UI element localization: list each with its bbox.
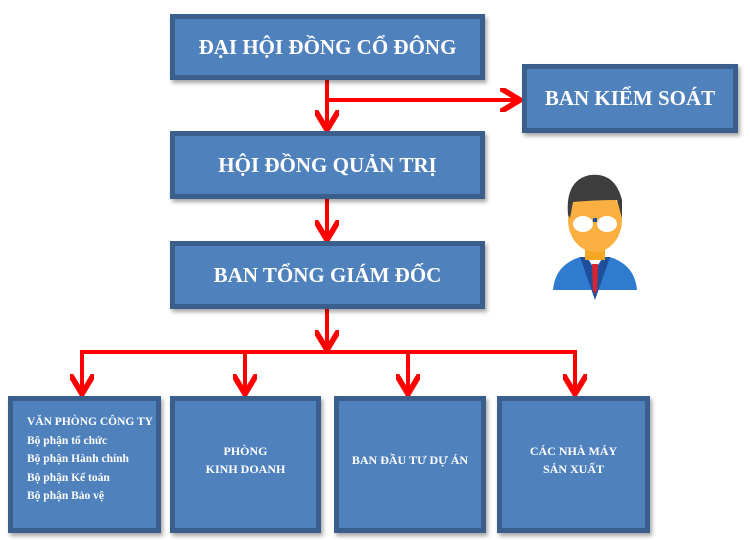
office-item: Bộ phận Bảo vệ: [27, 490, 105, 502]
executive-box: BAN TỔNG GIÁM ĐỐC: [170, 241, 485, 309]
office-item: Bộ phận Hành chính: [27, 453, 129, 465]
manager-avatar-icon: [553, 174, 637, 300]
supervisory-box: BAN KIỂM SOÁT: [522, 64, 738, 133]
board-box: HỘI ĐỒNG QUẢN TRỊ: [170, 131, 485, 199]
office-item: Bộ phận Kế toán: [27, 471, 110, 484]
shareholders-box: ĐẠI HỘI ĐỒNG CỔ ĐÔNG: [170, 14, 485, 80]
office-title: VĂN PHÒNG CÔNG TY: [27, 416, 153, 428]
executive-label: BAN TỔNG GIÁM ĐỐC: [213, 262, 442, 287]
factories-box: CÁC NHÀ MÁY SẢN XUẤT: [497, 396, 650, 533]
factories-label-2: SẢN XUẤT: [542, 461, 604, 476]
shareholders-label: ĐẠI HỘI ĐỒNG CỔ ĐÔNG: [198, 34, 457, 59]
factories-label-1: CÁC NHÀ MÁY: [529, 443, 618, 458]
investment-label: BAN ĐẦU TƯ DỰ ÁN: [351, 452, 469, 467]
board-label: HỘI ĐỒNG QUẢN TRỊ: [218, 152, 437, 177]
sales-label-1: PHÒNG: [223, 443, 268, 458]
supervisory-label: BAN KIỂM SOÁT: [544, 86, 716, 110]
office-box: VĂN PHÒNG CÔNG TY Bộ phận tổ chức Bộ phậ…: [8, 396, 161, 533]
sales-box: PHÒNG KINH DOANH: [170, 396, 321, 533]
office-item: Bộ phận tổ chức: [27, 434, 108, 447]
investment-box: BAN ĐẦU TƯ DỰ ÁN: [334, 396, 486, 533]
sales-label-2: KINH DOANH: [205, 461, 286, 476]
